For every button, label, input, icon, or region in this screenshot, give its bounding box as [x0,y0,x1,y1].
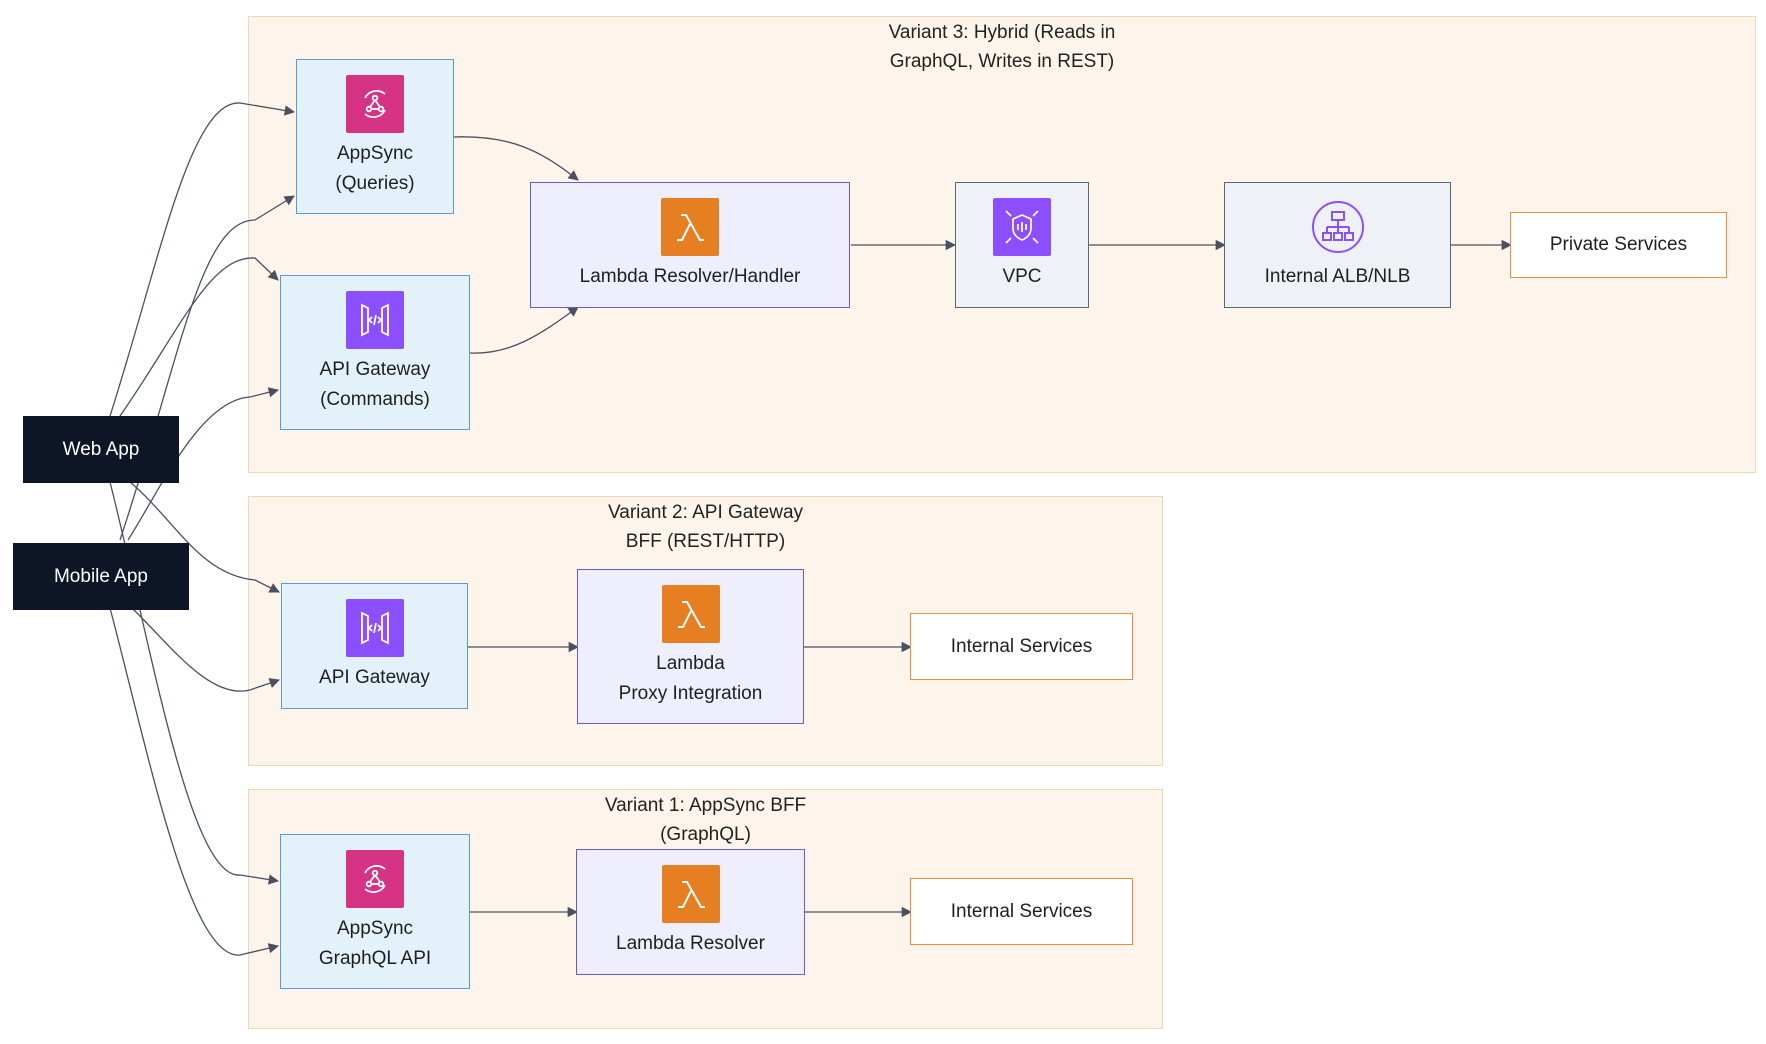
lambda-icon [661,198,719,256]
v2-apigw-label: API Gateway [319,667,430,688]
lambda-icon [661,584,720,643]
v3-appsync-node[interactable]: AppSync (Queries) [296,59,454,214]
v3-vpc-label: VPC [1002,266,1042,287]
v1-appsync-node[interactable]: AppSync GraphQL API [280,834,470,989]
v3-appsync-label: AppSync (Queries) [335,142,415,194]
v3-apigw-label: API Gateway (Commands) [319,358,431,410]
v3-private-services-label: Private Services [1549,234,1688,255]
mobile-app-node[interactable]: Mobile App [13,543,189,610]
appsync-icon [346,74,404,133]
v3-private-services-node[interactable]: Private Services [1510,212,1727,278]
v3-lambda-node[interactable]: Lambda Resolver/Handler [530,182,850,308]
group-title-variant-1: Variant 1: AppSync BFF (GraphQL) [604,795,807,845]
api-gateway-icon [346,290,404,349]
api-gateway-icon [345,599,404,657]
v3-vpc-node[interactable]: VPC [955,182,1089,308]
v3-apigw-node[interactable]: API Gateway (Commands) [280,275,470,430]
lambda-icon [661,865,720,923]
v3-alb-label: Internal ALB/NLB [1264,266,1411,287]
web-app-node[interactable]: Web App [23,416,179,483]
group-title-variant-2: Variant 2: API Gateway BFF (REST/HTTP) [607,502,804,552]
v1-appsync-label: AppSync GraphQL API [318,917,432,969]
v1-internal-services-label: Internal Services [950,900,1093,922]
mobile-app-label: Mobile App [53,565,148,587]
v2-internal-services-node[interactable]: Internal Services [910,613,1133,680]
appsync-icon [346,849,404,908]
v3-lambda-label: Lambda Resolver/Handler [579,266,801,287]
vpc-shield-icon [993,198,1051,256]
v1-internal-services-node[interactable]: Internal Services [910,878,1133,945]
v2-apigw-node[interactable]: API Gateway [281,583,468,709]
v1-lambda-node[interactable]: Lambda Resolver [576,849,805,975]
v1-lambda-label: Lambda Resolver [616,933,765,954]
v2-lambda-node[interactable]: Lambda Proxy Integration [577,569,804,724]
load-balancer-icon [1309,198,1367,256]
web-app-label: Web App [62,438,140,460]
v2-lambda-label: Lambda Proxy Integration [618,652,763,704]
v2-internal-services-label: Internal Services [950,635,1093,657]
v3-alb-node[interactable]: Internal ALB/NLB [1224,182,1451,308]
group-title-variant-3: Variant 3: Hybrid (Reads in GraphQL, Wri… [888,22,1116,72]
